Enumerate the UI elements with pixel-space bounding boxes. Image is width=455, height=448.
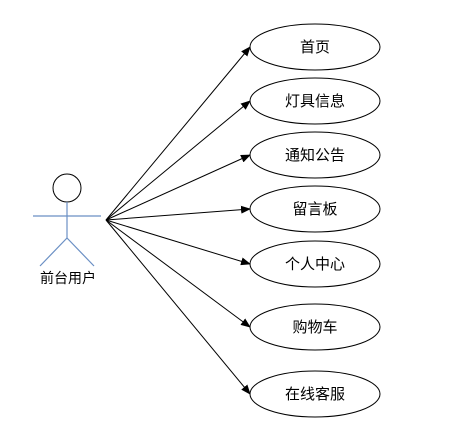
use-case-lamp-info: 灯具信息	[249, 77, 381, 125]
use-case-label: 购物车	[292, 318, 337, 336]
use-case-label: 在线客服	[285, 385, 345, 403]
association-line-online-service	[105, 219, 251, 395]
association-lines	[105, 46, 251, 395]
use-case-label: 留言板	[292, 200, 337, 218]
actor-left-leg	[39, 237, 68, 267]
use-case-ellipse	[249, 185, 381, 233]
actor-head	[52, 173, 82, 203]
use-case-notice: 通知公告	[249, 131, 381, 179]
use-case-message-board: 留言板	[249, 185, 381, 233]
association-line-message-board	[105, 205, 251, 221]
use-case-label: 首页	[300, 38, 330, 56]
use-case-ellipse	[249, 240, 381, 288]
use-case-label: 灯具信息	[285, 92, 345, 110]
use-case-ellipse	[249, 23, 381, 71]
use-case-ellipse	[249, 131, 381, 179]
use-case-label: 个人中心	[285, 255, 345, 273]
actor-figure	[33, 173, 101, 267]
use-case-ellipse	[249, 370, 381, 418]
actor-right-leg	[66, 237, 95, 267]
use-case-personal-center: 个人中心	[249, 240, 381, 288]
use-case-label: 通知公告	[285, 146, 345, 164]
association-line-personal-center	[105, 219, 251, 266]
use-case-online-service: 在线客服	[249, 370, 381, 418]
use-case-ellipse	[249, 303, 381, 351]
use-case-home: 首页	[249, 23, 381, 71]
use-case-ellipse	[249, 77, 381, 125]
actor-label: 前台用户	[40, 271, 96, 287]
association-line-cart	[105, 219, 251, 328]
association-line-notice	[105, 154, 251, 221]
association-line-lamp-info	[105, 100, 251, 221]
association-line-home	[105, 46, 251, 221]
use-case-cart: 购物车	[249, 303, 381, 351]
